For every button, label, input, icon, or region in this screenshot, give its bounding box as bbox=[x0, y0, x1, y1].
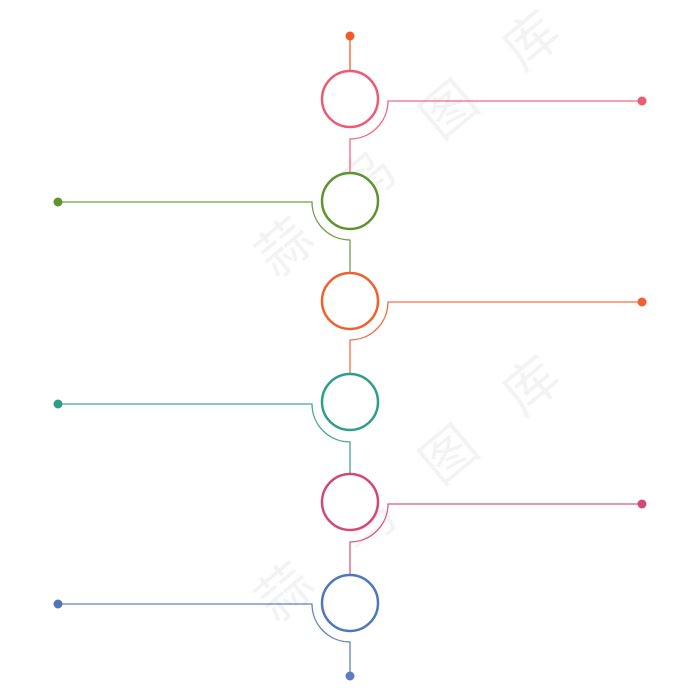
timeline-node-circle-4[interactable] bbox=[320, 372, 380, 432]
top-endpoint-dot bbox=[345, 31, 355, 41]
connector-line-4 bbox=[58, 403, 351, 474]
connector-line-6 bbox=[58, 603, 351, 676]
timeline-node-circle-1[interactable] bbox=[320, 69, 380, 129]
endpoint-dot-6 bbox=[53, 599, 63, 609]
timeline-node-circle-2[interactable] bbox=[320, 171, 380, 231]
bottom-endpoint-dot bbox=[345, 671, 355, 681]
timeline-node-circle-3[interactable] bbox=[320, 271, 380, 331]
endpoint-dot-2 bbox=[53, 197, 63, 207]
timeline-node-circle-6[interactable] bbox=[320, 573, 380, 633]
endpoint-dot-3 bbox=[637, 297, 647, 307]
timeline-node-circle-5[interactable] bbox=[320, 472, 380, 532]
endpoint-dot-4 bbox=[53, 399, 63, 409]
connector-line-5 bbox=[349, 503, 642, 575]
connector-line-3 bbox=[349, 301, 642, 374]
connector-line-2 bbox=[58, 201, 351, 273]
connector-line-1 bbox=[349, 100, 642, 173]
endpoint-dot-5 bbox=[637, 499, 647, 509]
endpoint-dot-1 bbox=[637, 96, 647, 106]
